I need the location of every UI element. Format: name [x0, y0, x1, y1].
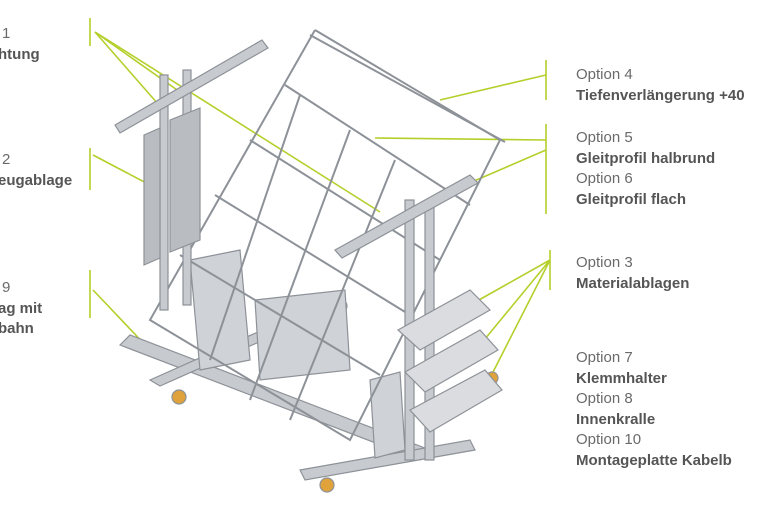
label-option-5-6: Option 5 Gleitprofil halbrund Option 6 G… — [576, 128, 715, 210]
option-4-title: Option 4 — [576, 66, 633, 83]
housing-mid — [254, 289, 351, 381]
option-6-text: Gleitprofil flach — [576, 190, 687, 208]
leader-opt3-b — [479, 259, 551, 346]
center-housing — [189, 249, 406, 459]
option-4-text: Tiefenverlängerung +40 — [576, 86, 745, 104]
option-3-title: Option 3 — [576, 254, 633, 271]
label-option-4: Option 4 Tiefenverlängerung +40 — [576, 65, 745, 106]
leader-opt3-a — [469, 259, 551, 306]
label-left-2-number: 2 — [2, 151, 11, 168]
frame-top-bar — [309, 34, 506, 143]
label-option-7-8-10: Option 7 Klemmhalter Option 8 Innenkrall… — [576, 348, 732, 471]
option-10-title: Option 10 — [576, 431, 642, 448]
option-7-text: Klemmhalter — [576, 369, 667, 387]
label-left-2-text: eugablage — [0, 171, 73, 189]
label-left-9: 9 ag mit bahn — [0, 278, 42, 340]
upright-crossbar — [114, 39, 269, 134]
right-upright — [334, 174, 503, 461]
label-left-1-number: 1 — [2, 25, 11, 42]
option-5-title: Option 5 — [576, 129, 633, 146]
frame-strut-1 — [209, 94, 301, 361]
leader-left-2-a — [92, 154, 151, 186]
frame-bar-1 — [284, 84, 471, 206]
leader-left-1-a — [94, 31, 159, 105]
label-option-3: Option 3 Materialablagen — [576, 253, 689, 294]
leader-opt3-c — [489, 259, 551, 379]
shelf-mid — [404, 329, 499, 393]
caster-right — [319, 477, 335, 493]
shelf-bottom — [409, 369, 503, 433]
label-left-2: 2 eugablage — [0, 150, 72, 191]
label-left-9-number: 9 — [2, 279, 11, 296]
option-8-text: Innenkralle — [576, 410, 656, 428]
frame-outline — [148, 29, 502, 442]
housing-left — [189, 249, 251, 371]
perforated-panel-1 — [143, 127, 161, 266]
option-5-text: Gleitprofil halbrund — [576, 149, 716, 167]
caster-left — [171, 389, 187, 405]
label-left-9-text-1: ag mit — [0, 299, 43, 317]
frame-bar-3 — [214, 194, 411, 316]
leader-opt56-a — [374, 137, 547, 141]
option-8-title: Option 8 — [576, 390, 633, 407]
option-7-title: Option 7 — [576, 349, 633, 366]
perforated-panel-2 — [169, 107, 201, 253]
leader-left-1-c — [94, 31, 381, 213]
label-left-9-text-2: bahn — [0, 320, 34, 337]
shelf-top — [396, 289, 491, 351]
option-10-text: Montageplatte Kabelb — [576, 451, 732, 469]
left-upright — [114, 39, 269, 311]
label-left-1: 1 htung — [0, 24, 40, 65]
label-left-1-text: htung — [0, 45, 40, 63]
right-crossbar — [334, 174, 479, 259]
tilted-frame — [148, 29, 506, 442]
housing-right — [369, 371, 406, 459]
frame-bar-4 — [179, 254, 381, 376]
frame-strut-3 — [289, 159, 396, 421]
leader-opt4-a — [439, 74, 547, 101]
frame-strut-2 — [249, 129, 351, 401]
option-3-text: Materialablagen — [576, 274, 690, 292]
upright-post-1 — [159, 74, 169, 311]
option-6-title: Option 6 — [576, 170, 633, 187]
